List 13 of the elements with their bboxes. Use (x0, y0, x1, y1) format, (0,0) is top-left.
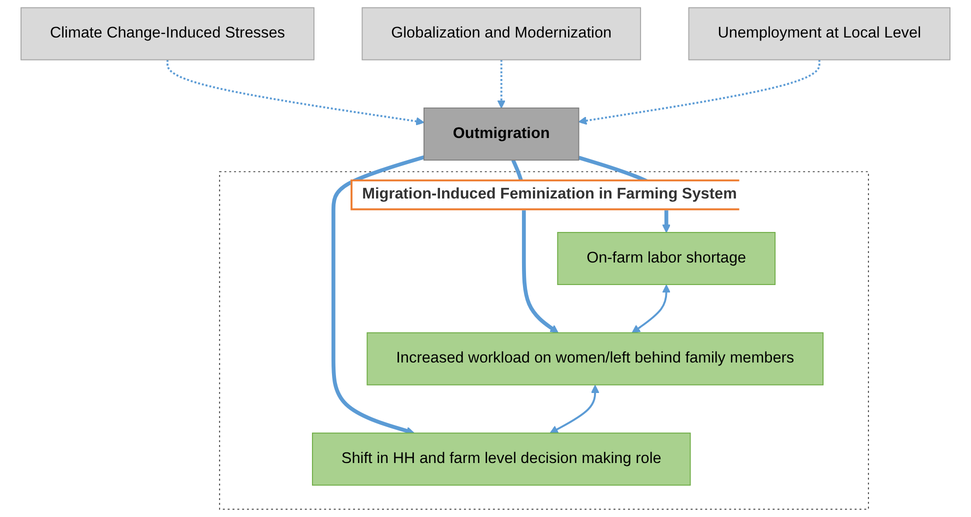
node-box: Globalization and Modernization (362, 7, 642, 60)
node-box: Climate Change-Induced Stresses (20, 7, 314, 60)
node-box: On-farm labor shortage (557, 232, 776, 286)
arrow (497, 60, 506, 108)
node-box: Outmigration (424, 108, 580, 161)
node-box: Unemployment at Local Level (688, 7, 950, 60)
arrow (332, 155, 425, 435)
arrow (632, 284, 671, 334)
arrow (166, 60, 424, 126)
arrow (578, 60, 820, 125)
node-box: Shift in HH and farm level decision making role (312, 432, 691, 486)
node-box: Increased workload on women/left behind family members (366, 332, 824, 386)
arrow (550, 384, 600, 434)
